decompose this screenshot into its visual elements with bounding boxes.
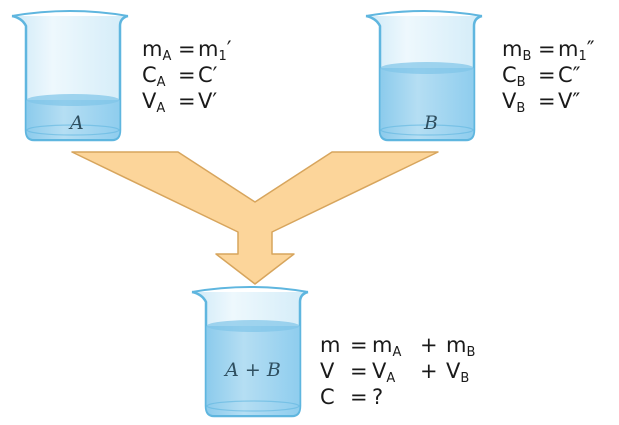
eq-mix-concentration: C=?	[320, 385, 383, 409]
merge-arrow	[71, 151, 439, 285]
eq-a-volume: VA=V′	[142, 89, 217, 116]
beaker-b-label: B	[423, 112, 438, 134]
equations-mix: m=mA+mB V=VA+VB C=?	[320, 333, 475, 409]
eq-b-mass: mB=m1″	[502, 37, 595, 64]
eq-mix-volume: V=VA+VB	[320, 359, 469, 386]
beaker-mix-label: A + B	[223, 359, 281, 381]
equations-b: mB=m1″ CB=C″ VB=V″	[502, 37, 595, 116]
eq-a-mass: mA=m1′	[142, 37, 232, 64]
eq-a-concentration: CA=C′	[142, 63, 218, 90]
equations-a: mA=m1′ CA=C′ VA=V′	[142, 37, 232, 116]
beaker-a: A	[11, 10, 129, 142]
eq-mix-mass: m=mA+mB	[320, 333, 475, 360]
eq-b-volume: VB=V″	[502, 89, 580, 116]
beaker-mix: A + B	[191, 286, 309, 418]
eq-b-concentration: CB=C″	[502, 63, 581, 90]
beaker-b: B	[365, 10, 483, 142]
beaker-a-label: A	[68, 112, 84, 134]
